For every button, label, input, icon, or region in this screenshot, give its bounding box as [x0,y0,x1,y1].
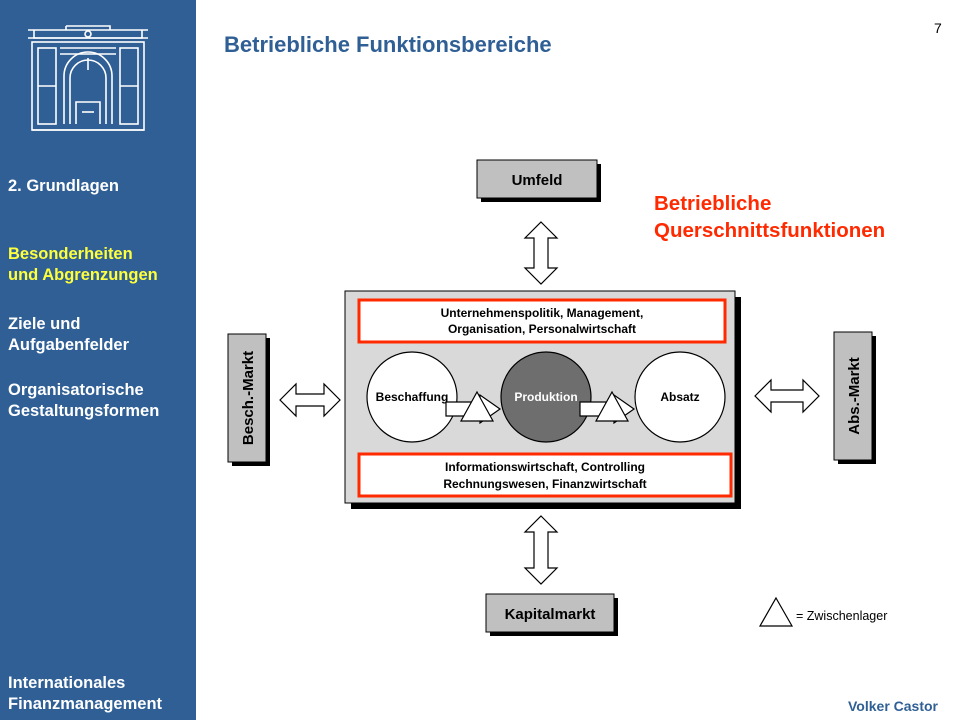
double-arrow-bottom-icon [523,515,559,585]
callout-querschnittsfunktionen: Betriebliche Querschnittsfunktionen [654,192,886,242]
sidebar-item-ziele[interactable]: Ziele und Aufgabenfelder [8,315,130,354]
abs-markt-box: Abs.-Markt [833,331,876,464]
finance-box: Informationswirtschaft, Controlling Rech… [357,452,733,498]
kapitalmarkt-label: Kapitalmarkt [505,606,596,623]
umfeld-label: Umfeld [512,172,563,189]
management-line-1: Unternehmenspolitik, Management, [441,306,644,320]
kapitalmarkt-box: Kapitalmarkt [485,593,618,636]
zwischenlager-triangle-2-icon [594,390,630,422]
produktion-label: Produktion [514,390,577,404]
absatz-label: Absatz [660,390,699,404]
management-line-2: Organisation, Personalwirtschaft [448,322,636,336]
besch-markt-box: Besch.-Markt [227,333,270,466]
sidebar: 2. Grundlagen Besonderheiten und Abgrenz… [0,0,196,720]
double-arrow-top-icon [523,221,559,285]
author-name: Volker Castor [848,698,938,714]
umfeld-box: Umfeld [476,159,601,202]
zwischenlager-triangle-1-icon [459,390,495,422]
university-logo-icon [28,25,148,131]
finance-line-2: Rechnungswesen, Finanzwirtschaft [443,477,646,491]
sidebar-item-organisatorische[interactable]: Organisatorische Gestaltungsformen [8,381,160,420]
management-box: Unternehmenspolitik, Management, Organis… [357,298,727,344]
abs-markt-label: Abs.-Markt [846,357,863,435]
legend-triangle-icon [758,596,794,627]
besch-markt-label: Besch.-Markt [240,351,257,445]
absatz-node: Absatz [634,351,726,443]
double-arrow-left-icon [279,382,341,418]
sidebar-item-besonderheiten[interactable]: Besonderheiten und Abgrenzungen [8,245,158,284]
legend-zwischenlager: = Zwischenlager [796,609,888,623]
double-arrow-right-icon [754,378,820,414]
sidebar-footer: Internationales Finanzmanagement [8,674,163,713]
page-title: Betriebliche Funktionsbereiche [224,32,552,57]
finance-line-1: Informationswirtschaft, Controlling [445,460,645,474]
beschaffung-node: Beschaffung [366,351,458,443]
produktion-node: Produktion [500,351,592,443]
page-number: 7 [934,20,942,36]
sidebar-item-grundlagen[interactable]: 2. Grundlagen [8,177,119,195]
beschaffung-label: Beschaffung [376,390,449,404]
